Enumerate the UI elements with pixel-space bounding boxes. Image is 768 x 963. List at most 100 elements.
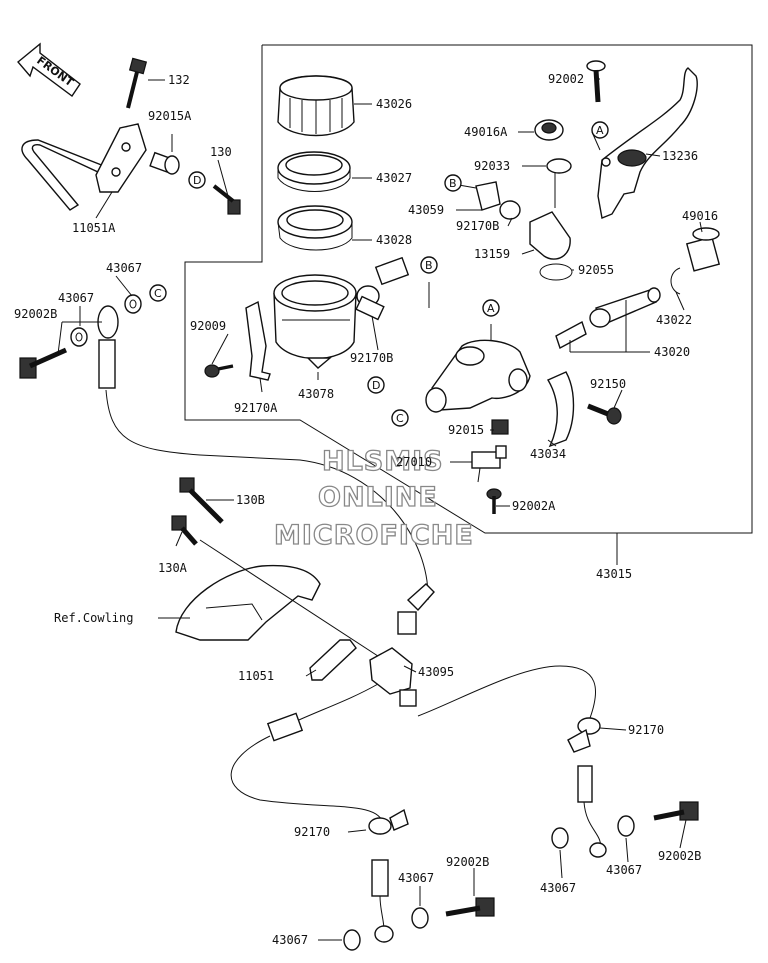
bushing-49016A-part <box>534 119 564 141</box>
master-cylinder-body-part <box>425 339 531 413</box>
bolt-92002B-c-part <box>445 897 495 917</box>
label-43034: 43034 <box>530 447 566 461</box>
svg-text:ONLINE: ONLINE <box>318 482 438 513</box>
label-92009: 92009 <box>190 319 226 333</box>
label-11051A: 11051A <box>72 221 116 235</box>
label-130A: 130A <box>158 561 188 575</box>
label-92170B-a: 92170B <box>350 351 393 365</box>
label-92002B-c: 92002B <box>658 849 701 863</box>
svg-text:D: D <box>193 174 201 187</box>
screw-92009-part <box>204 364 234 378</box>
label-92002B-a: 92002B <box>14 307 57 321</box>
label-27010: 27010 <box>396 455 432 469</box>
ref-mark-b2: B <box>420 256 438 274</box>
label-43067-d: 43067 <box>540 881 576 895</box>
fitting-13159-part <box>529 211 571 260</box>
svg-text:A: A <box>487 302 495 315</box>
label-92033: 92033 <box>474 159 510 173</box>
svg-text:HLSMIS: HLSMIS <box>322 446 444 477</box>
reservoir-43078-part <box>273 274 357 369</box>
clamp-92170A-part <box>245 300 271 381</box>
assembly-boundary <box>184 44 753 534</box>
brake-hose-upper <box>105 389 429 601</box>
nut-92015-part <box>491 419 509 435</box>
label-11051: 11051 <box>238 669 274 683</box>
svg-text:C: C <box>396 412 404 425</box>
label-130B: 130B <box>236 493 265 507</box>
bolt-130B-part <box>179 477 224 524</box>
label-49016A: 49016A <box>464 125 508 139</box>
bushing-49016-part <box>685 227 721 272</box>
leader-lines <box>57 78 703 941</box>
label-92170-left: 92170 <box>294 825 330 839</box>
hose-end-right-part <box>577 765 607 858</box>
label-13159: 13159 <box>474 247 510 261</box>
svg-text:D: D <box>372 379 380 392</box>
ref-mark-b1: B <box>444 174 462 192</box>
label-132: 132 <box>168 73 190 87</box>
joint-43095-part <box>369 583 435 707</box>
label-43067-a: 43067 <box>106 261 142 275</box>
svg-text:MICROFICHE: MICROFICHE <box>274 520 474 551</box>
piston-43020-part <box>555 287 661 350</box>
banjo-92170-left-part <box>368 808 409 835</box>
banjo-92170-right-part <box>567 717 601 753</box>
label-92015: 92015 <box>448 423 484 437</box>
cowling-ref-part <box>175 564 321 641</box>
label-43028: 43028 <box>376 233 412 247</box>
bracket-11051A-part <box>21 123 147 211</box>
lever-13236-part <box>597 67 698 219</box>
washer-43067-d-part <box>617 815 635 837</box>
label-130: 130 <box>210 145 232 159</box>
label-92170-right: 92170 <box>628 723 664 737</box>
bolt-92002B-b-part <box>653 801 699 821</box>
label-43022: 43022 <box>656 313 692 327</box>
ref-mark-a2: A <box>482 299 500 317</box>
label-43067-c: 43067 <box>398 871 434 885</box>
label-92002B-b: 92002B <box>446 855 489 869</box>
hose-end-left-part <box>371 859 394 943</box>
ref-mark-a1: A <box>591 121 609 139</box>
banjo-left-part <box>97 305 119 389</box>
hose-clamp-92170B-part <box>355 285 385 321</box>
label-13236: 13236 <box>662 149 698 163</box>
washer-43067-b-part <box>70 327 88 347</box>
label-92002A: 92002A <box>512 499 556 513</box>
label-43015: 43015 <box>596 567 632 581</box>
washer-43067-f-part <box>343 929 361 951</box>
label-43026: 43026 <box>376 97 412 111</box>
label-92170B-b: 92170B <box>456 219 499 233</box>
label-92002: 92002 <box>548 72 584 86</box>
label-43067-b: 43067 <box>58 291 94 305</box>
ref-mark-c1: C <box>149 284 167 302</box>
hose-b-part <box>374 256 410 286</box>
washer-43067-c-part <box>551 827 569 849</box>
diaphragm-plate-43027-part <box>277 151 351 192</box>
screw-92002A-part <box>486 488 502 514</box>
o-ring-92055-part <box>539 263 573 281</box>
label-92055: 92055 <box>578 263 614 277</box>
svg-text:B: B <box>425 259 433 272</box>
watermark: HLSMIS ONLINE MICROFICHE <box>273 445 474 551</box>
part-labels: 132 92015A 130 11051A 43067 43067 92002B… <box>14 72 718 947</box>
label-43067-f: 43067 <box>272 933 308 947</box>
label-ref-cowling: Ref.Cowling <box>54 611 133 625</box>
washer-43067-a-part <box>124 294 142 314</box>
bolt-132-part <box>126 57 148 109</box>
clamp-43034-part <box>546 371 575 448</box>
diaphragm-43028-part <box>277 205 353 251</box>
circlip-43022-part <box>670 267 681 295</box>
label-92015A: 92015A <box>148 109 192 123</box>
bolt-92150-part <box>587 403 622 425</box>
label-43027: 43027 <box>376 171 412 185</box>
bolt-92002B-a-part <box>19 347 68 379</box>
label-43020: 43020 <box>654 345 690 359</box>
label-43095: 43095 <box>418 665 454 679</box>
washer-43067-e-part <box>411 907 429 929</box>
svg-text:B: B <box>449 177 457 190</box>
front-arrow-icon: FRONT <box>17 42 81 98</box>
label-92170A: 92170A <box>234 401 278 415</box>
label-92150: 92150 <box>590 377 626 391</box>
reservoir-cap-43026-part <box>277 75 355 137</box>
